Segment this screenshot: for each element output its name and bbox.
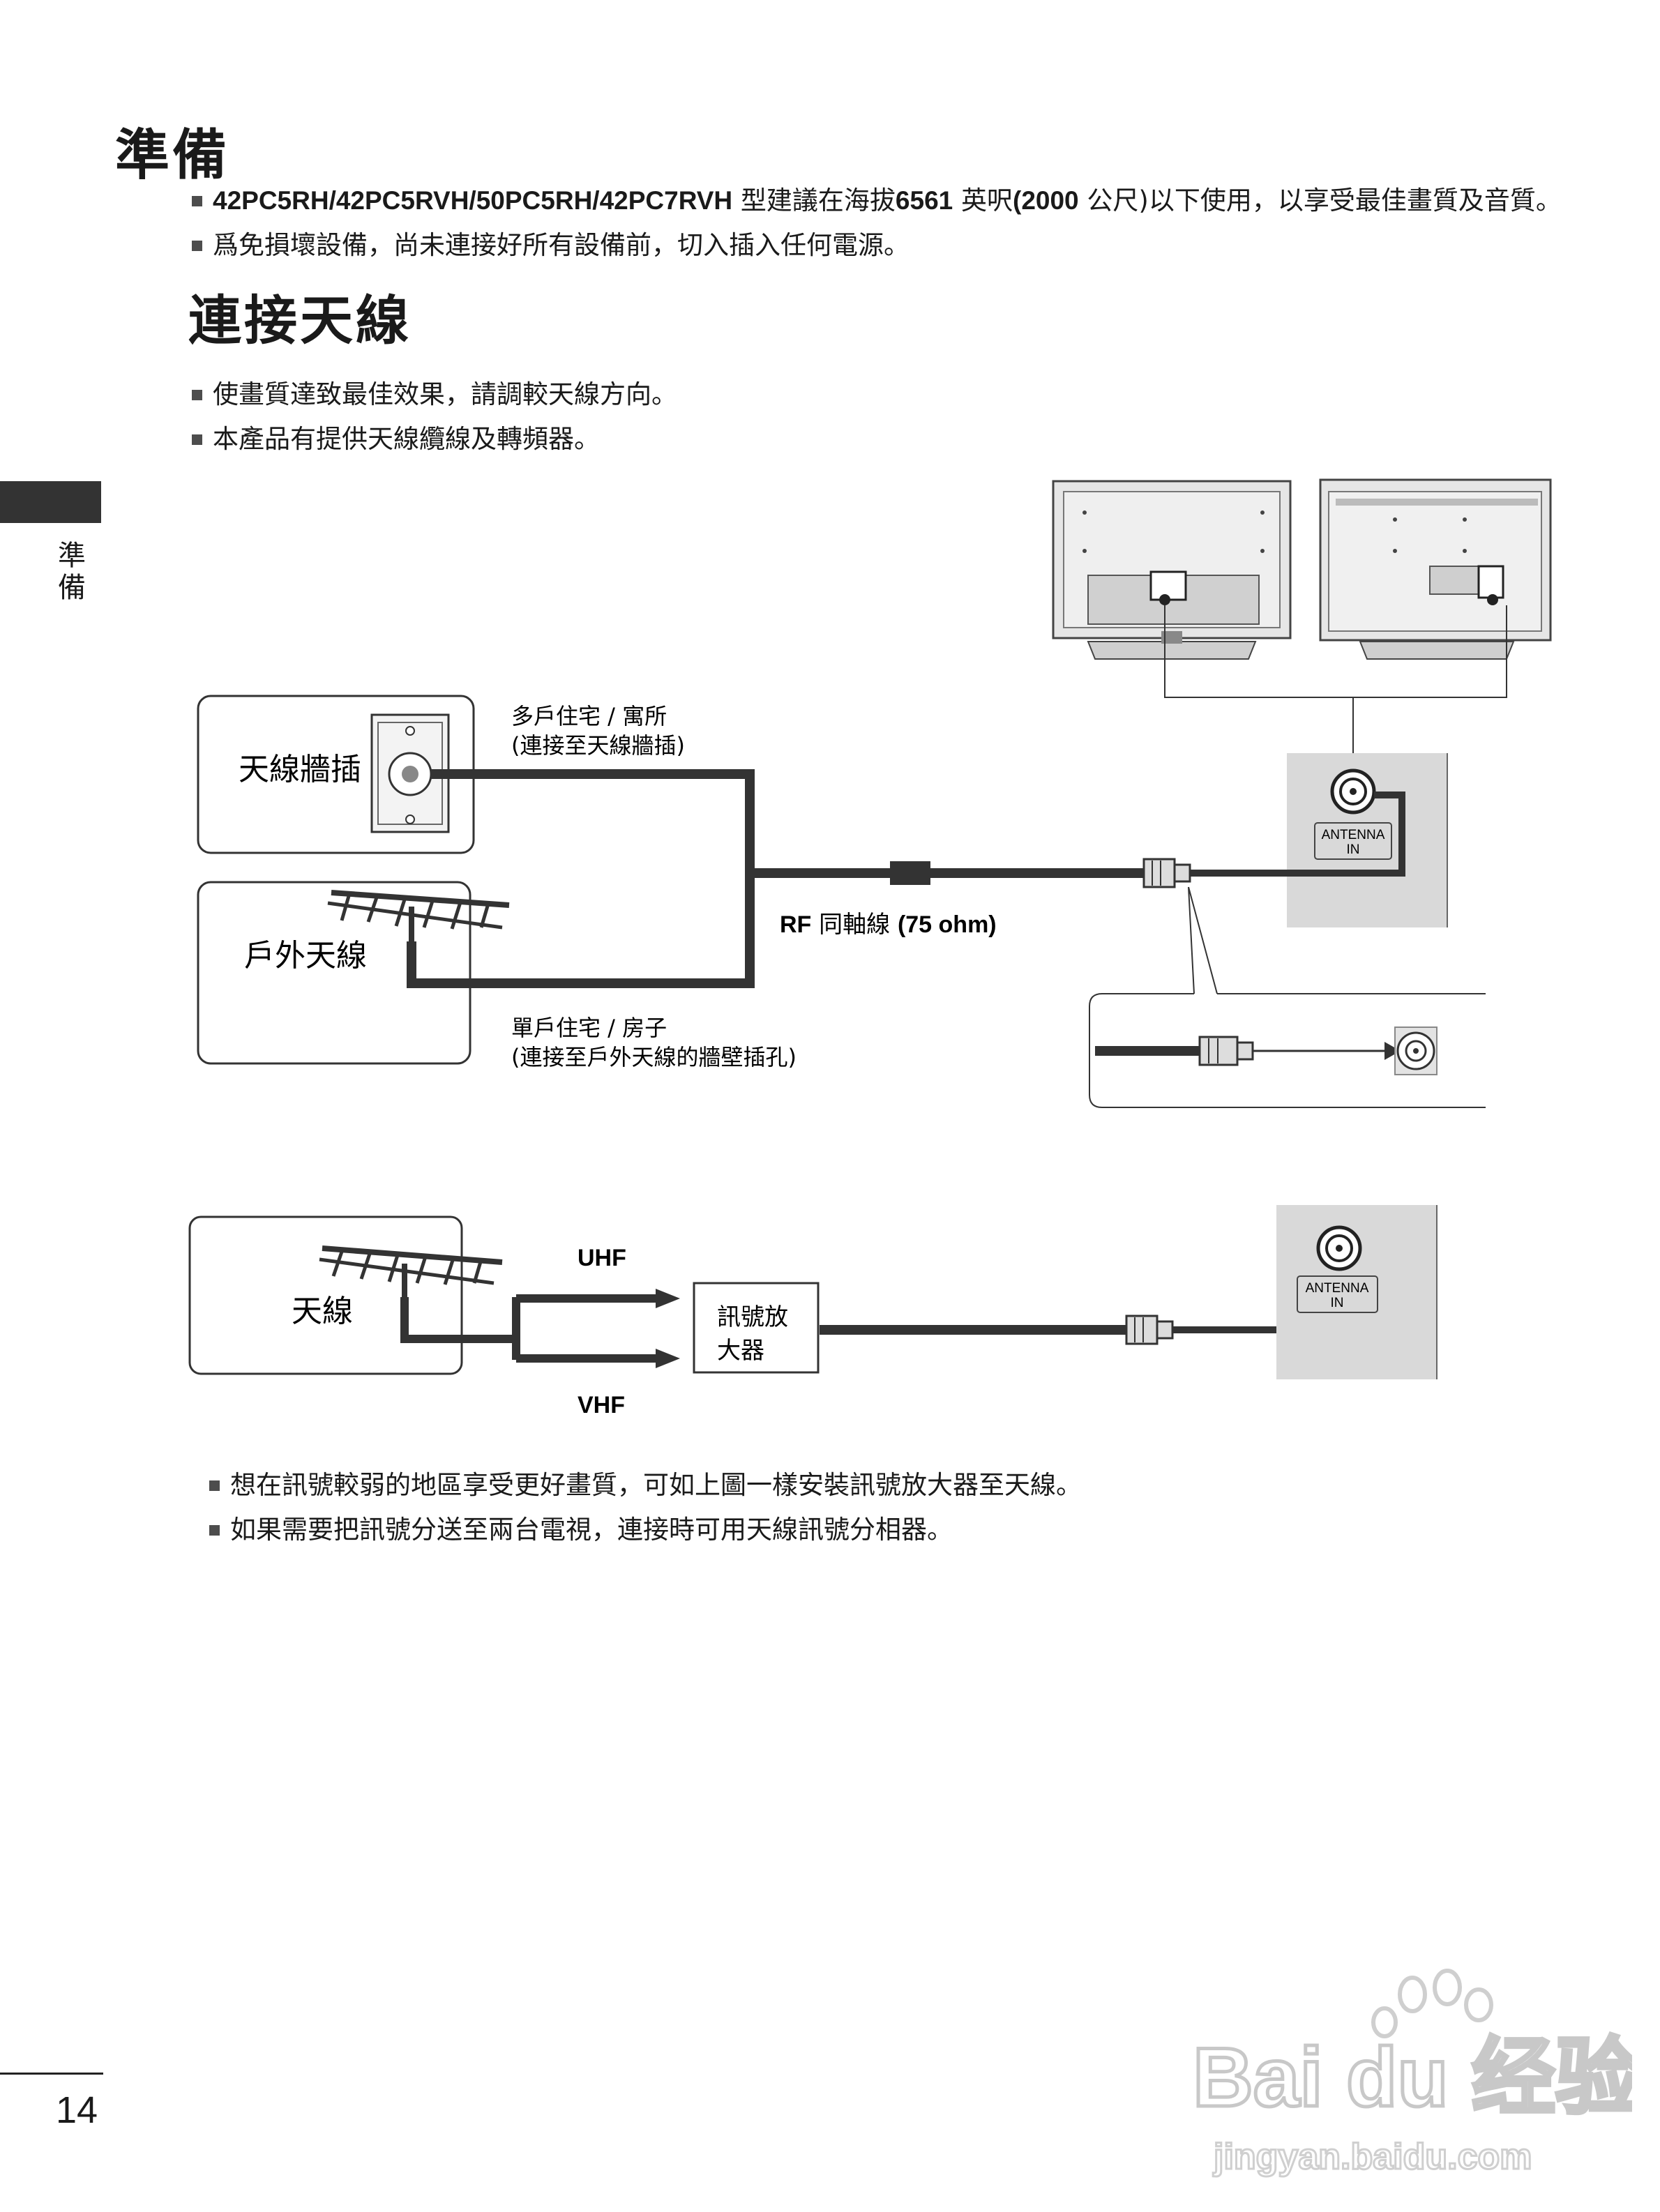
wall-socket-label: 天線牆插: [239, 752, 361, 787]
prep-note-power: 爲免損壞設備，尚未連接好所有設備前，切入插入任何電源。: [192, 223, 1562, 268]
coax-plug-1: [1142, 858, 1191, 888]
rf-cable-diagram-1: [407, 769, 1144, 988]
page-number-rule: [0, 2073, 103, 2075]
antenna-in-label-1b: IN: [1347, 842, 1360, 857]
watermark-logo: Bai du 经验: [1193, 2031, 1632, 2124]
antenna-in-label-2a: ANTENNA: [1306, 1281, 1369, 1296]
uhf-vhf-lines: [400, 1294, 659, 1363]
prep-note-altitude: 42PC5RH/42PC5RVH/50PC5RH/42PC7RVH 型建議在海拔…: [192, 179, 1562, 223]
connection-diagram: ANTENNA IN 天線牆插 戶外天線 多戶住宅 / 寓所: [188, 478, 1552, 1418]
section-heading-prep: 準備: [115, 124, 230, 187]
coax-plug-2: [1125, 1315, 1174, 1345]
baidu-watermark: Bai du 经验 jingyan.baidu.com: [1191, 1969, 1632, 2179]
chapter-tab-bar: [0, 481, 101, 523]
section-heading-antenna: 連接天線: [188, 289, 412, 351]
tv-back-1: [1052, 480, 1292, 660]
antenna-label-2: 天線: [292, 1294, 353, 1329]
uhf-arrow: [656, 1289, 680, 1308]
rf-cable-label: RF 同軸線 (75 ohm): [780, 911, 997, 939]
paw-icon: [1371, 1969, 1493, 2038]
outdoor-antenna-icon: [327, 890, 510, 983]
multi-dwelling-label-2: (連接至天線牆插): [511, 732, 685, 759]
antenna-in-panel-2: [1276, 1205, 1438, 1379]
prep-notes: 42PC5RH/42PC5RVH/50PC5RH/42PC7RVH 型建議在海拔…: [192, 179, 1562, 268]
page-number: 14: [56, 2089, 98, 2131]
tv-back-2: [1319, 478, 1552, 660]
chapter-side-label: 準備: [53, 540, 85, 605]
single-dwelling-label-2: (連接至戶外天線的牆壁插孔): [511, 1044, 797, 1070]
outdoor-antenna-label: 戶外天線: [244, 938, 367, 974]
antenna-in-label-2b: IN: [1331, 1296, 1344, 1310]
multi-dwelling-label-1: 多戶住宅 / 寓所: [511, 703, 667, 729]
watermark-url: jingyan.baidu.com: [1213, 2137, 1532, 2177]
amplifier-label-2: 大器: [717, 1337, 764, 1365]
antenna-in-label-1a: ANTENNA: [1322, 828, 1385, 842]
cable-ferrite: [890, 861, 930, 885]
footer-notes: 想在訊號較弱的地區享受更好畫質，可如上圖一樣安裝訊號放大器至天線。 如果需要把訊…: [209, 1463, 1082, 1552]
amplifier-label-1: 訊號放: [717, 1303, 788, 1331]
antenna-in-panel-1: [1287, 753, 1448, 927]
single-dwelling-label-1: 單戶住宅 / 房子: [511, 1015, 667, 1041]
footer-note-splitter: 如果需要把訊號分送至兩台電視，連接時可用天線訊號分相器。: [209, 1508, 1082, 1552]
uhf-label: UHF: [578, 1245, 626, 1271]
plug-zoom-inset: [1089, 886, 1486, 1108]
signal-amplifier-box: [693, 1282, 820, 1374]
antenna-notes: 使畫質達致最佳效果，請調較天線方向。 本產品有提供天線纜線及轉頻器。: [192, 372, 677, 462]
footer-note-amplifier: 想在訊號較弱的地區享受更好畫質，可如上圖一樣安裝訊號放大器至天線。: [209, 1463, 1082, 1508]
antenna-note-direction: 使畫質達致最佳效果，請調較天線方向。: [192, 372, 677, 417]
outdoor-antenna-box: [197, 881, 471, 1065]
vhf-label: VHF: [578, 1392, 625, 1418]
antenna-note-cable: 本產品有提供天線纜線及轉頻器。: [192, 417, 677, 462]
vhf-arrow: [656, 1349, 680, 1368]
